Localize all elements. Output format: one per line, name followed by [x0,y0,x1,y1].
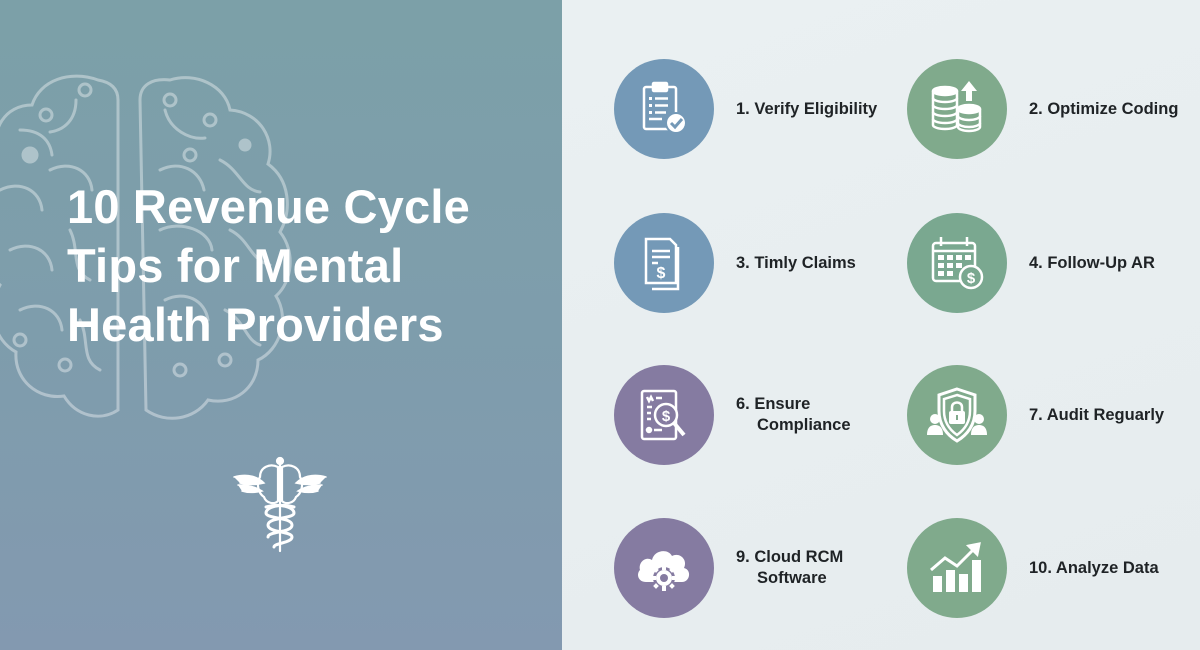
tip-item: 2. Optimize Coding [907,59,1178,159]
tip-item: 1. Verify Eligibility [614,59,877,159]
tip-label-line-1: 9. Cloud RCM [736,548,844,566]
brain-outline-icon [0,74,292,420]
tip-item: 9. Cloud RCM Software [614,518,843,618]
tip-label-line-2: Compliance [757,416,851,434]
svg-text:$: $ [657,265,666,282]
tip-item: $ 4. Follow-Up AR [907,213,1155,313]
tip-label-line-2: Software [757,569,827,587]
shield-lock-people-icon [927,387,987,443]
svg-text:$: $ [662,408,671,425]
page-title: 10 Revenue Cycle Tips for Mental Health … [67,177,537,354]
tip-label: 2. Optimize Coding [1029,99,1179,118]
bar-chart-trend-icon [930,542,981,592]
tip-label-line-1: 6. Ensure [736,395,811,413]
tip-label: 4. Follow-Up AR [1029,253,1155,272]
tip-label: 10. Analyze Data [1029,558,1159,577]
tip-label: 9. Cloud RCM Software [736,547,843,589]
hero-panel: 10 Revenue Cycle Tips for Mental Health … [0,0,562,650]
title-line-3: Health Providers [67,298,444,351]
tip-label: 6. Ensure Compliance [736,394,851,436]
tip-label: 1. Verify Eligibility [736,99,878,118]
caduceus-brain-logo-icon [233,456,327,553]
tips-panel: 1. Verify Eligibility 2. Optimize Coding [562,0,1200,650]
tip-item: 7. Audit Reguarly [907,365,1164,465]
tip-label: 7. Audit Reguarly [1029,405,1165,424]
document-magnifier-dollar-icon: $ [640,389,686,441]
tip-label: 3. Timly Claims [736,253,856,272]
calendar-dollar-icon: $ [931,237,984,290]
title-line-1: 10 Revenue Cycle [67,180,470,233]
clipboard-check-icon [642,81,687,134]
tip-item: 10. Analyze Data [907,518,1159,618]
svg-text:$: $ [967,270,976,287]
tip-item: $ 6. Ensure Compliance [614,365,851,465]
coins-arrow-up-icon [931,81,982,133]
tip-item: $ 3. Timly Claims [614,213,856,313]
cloud-gear-icon [638,551,690,591]
document-dollar-icon: $ [644,237,680,291]
title-line-2: Tips for Mental [67,239,404,292]
